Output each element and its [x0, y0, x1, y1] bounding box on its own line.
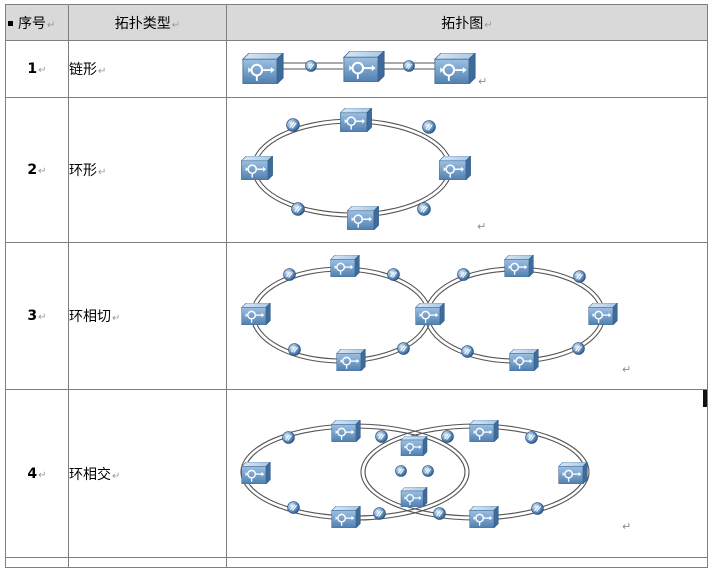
row-figure-4: ↵: [226, 389, 708, 558]
row-index-2: 2↵: [5, 97, 69, 243]
topology-table: 序号↵ 拓扑类型↵ 拓扑图↵ 1↵ 链形↵ ↵ 2↵ 环形↵: [5, 4, 708, 568]
router-device-icon: [330, 420, 362, 442]
row-index-1: 1↵: [5, 40, 69, 98]
table-row: 4↵ 环相交↵: [5, 389, 708, 558]
link-connector-icon: [525, 431, 538, 444]
router-device-icon: [330, 506, 362, 528]
router-device-icon: [240, 156, 274, 180]
header-figure-text: 拓扑图: [441, 15, 484, 32]
paragraph-mark: ↵: [171, 19, 181, 31]
link-connector-icon: [282, 431, 295, 444]
row-index-text: 1: [27, 61, 38, 77]
paragraph-mark: ↵: [38, 166, 47, 177]
router-device-icon: [557, 462, 589, 484]
link-connector-icon: [433, 507, 446, 520]
intersecting-rings-diagram: [240, 420, 590, 528]
link-connector-icon: [387, 268, 400, 281]
row-type-4: 环相交↵: [68, 389, 227, 558]
table-row: 1↵ 链形↵ ↵: [5, 40, 708, 98]
paragraph-mark: ↵: [477, 220, 487, 233]
router-device-icon: [335, 349, 367, 371]
paragraph-mark: ↵: [47, 19, 56, 31]
link-connector-icon: [403, 60, 415, 72]
router-device-icon: [438, 156, 472, 180]
router-device-icon: [433, 53, 477, 84]
paragraph-mark: ↵: [484, 19, 493, 31]
link-connector-icon: [395, 465, 407, 477]
link-connector-icon: [417, 202, 431, 216]
link-connector-icon: [422, 465, 434, 477]
router-device-icon: [400, 436, 428, 456]
row-index-text: 4: [27, 465, 38, 482]
link-connector-icon: [375, 430, 388, 443]
link-connector-icon: [373, 507, 386, 520]
row-type-3: 环相切↵: [68, 242, 227, 390]
link-connector-icon: [291, 202, 305, 216]
paragraph-mark: ↵: [622, 363, 632, 376]
router-device-icon: [508, 349, 540, 371]
row-figure-1: ↵: [226, 40, 708, 98]
header-type-text: 拓扑类型: [114, 15, 171, 32]
paragraph-mark: ↵: [98, 66, 107, 77]
link-connector-icon: [397, 342, 410, 355]
router-device-icon: [414, 303, 446, 325]
link-connector-icon: [572, 342, 585, 355]
header-figure: 拓扑图↵: [226, 4, 708, 41]
router-device-icon: [503, 255, 535, 277]
link-connector-icon: [305, 60, 317, 72]
table-row: 2↵ 环形↵ ↵: [5, 97, 708, 243]
bullet-mark: [8, 21, 13, 26]
row-index-text: 3: [27, 308, 38, 324]
router-device-icon: [346, 206, 380, 230]
link-connector-icon: [573, 270, 586, 283]
row-type-2: 环形↵: [68, 97, 227, 243]
router-device-icon: [339, 108, 373, 132]
row-type-text: 环相交: [69, 466, 111, 483]
paragraph-mark: ↵: [112, 470, 121, 482]
link-connector-icon: [461, 345, 474, 358]
paragraph-mark: ↵: [478, 75, 488, 88]
header-index-text: 序号: [18, 15, 46, 32]
row-figure-2: ↵: [226, 97, 708, 243]
header-index: 序号↵: [5, 4, 69, 41]
paragraph-mark: ↵: [112, 313, 121, 324]
link-connector-icon: [287, 501, 300, 514]
router-device-icon: [400, 487, 428, 507]
link-connector-icon: [441, 430, 454, 443]
router-device-icon: [241, 53, 285, 84]
router-device-icon: [240, 303, 272, 325]
row-figure-3: ↵: [226, 242, 708, 390]
link-connector-icon: [288, 343, 301, 356]
router-device-icon: [587, 303, 619, 325]
row-type-text: 环相切: [69, 309, 111, 325]
header-type: 拓扑类型↵: [68, 4, 227, 41]
row-type-text: 环形: [69, 163, 97, 179]
router-device-icon: [468, 420, 500, 442]
chain-topology-diagram: [241, 51, 477, 84]
ring-topology-diagram: [240, 108, 472, 230]
table-header-row: 序号↵ 拓扑类型↵ 拓扑图↵: [5, 4, 708, 41]
router-device-icon: [329, 255, 361, 277]
link-connector-icon: [457, 268, 470, 281]
row-type-text: 链形: [69, 62, 97, 78]
tangent-rings-diagram: [240, 255, 619, 371]
paragraph-mark: ↵: [38, 312, 47, 323]
link-connector-icon: [286, 118, 300, 132]
paragraph-mark: ↵: [38, 65, 47, 76]
router-device-icon: [240, 462, 272, 484]
table-row: 3↵ 环相切↵: [5, 242, 708, 390]
row-index-3: 3↵: [5, 242, 69, 390]
row-index-text: 2: [27, 162, 38, 178]
row-index-4: 4↵: [5, 389, 69, 558]
paragraph-mark: ↵: [98, 167, 107, 178]
row-type-1: 链形↵: [68, 40, 227, 98]
router-device-icon: [342, 51, 386, 82]
link-connector-icon: [531, 502, 544, 515]
router-device-icon: [468, 506, 500, 528]
link-connector-icon: [422, 120, 436, 134]
paragraph-mark: ↵: [622, 520, 632, 533]
link-connector-icon: [283, 268, 296, 281]
paragraph-mark: ↵: [38, 469, 47, 481]
